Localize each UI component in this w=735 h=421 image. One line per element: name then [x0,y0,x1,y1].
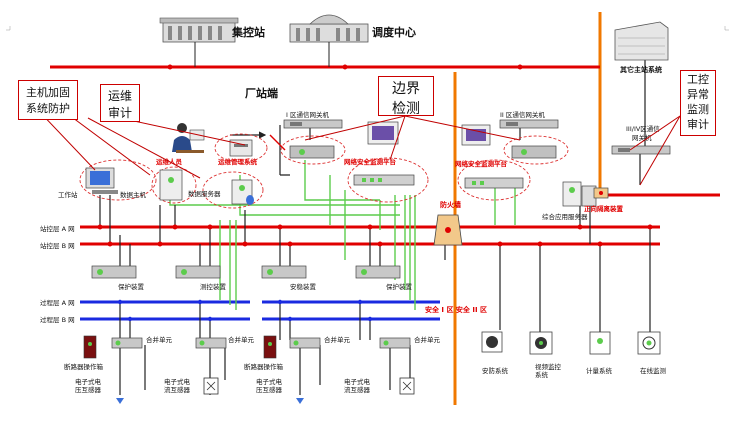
ect-4-label: 电子式电流互感器 [344,377,371,394]
red-link [269,134,286,151]
substation-label: 集控站 [231,25,265,39]
callout-leaders [35,107,681,186]
online-monitor-icon [637,331,661,355]
green-links [169,160,516,310]
callout-ops-audit-line1: 运维 [107,89,132,103]
callout-ics-audit-line4: 审计 [687,118,709,131]
security-system-label: 安防系统 [482,366,509,375]
video-system-icon [529,331,553,355]
plant-side-label: 厂站端 [245,86,278,100]
metering-system-label: 计量系统 [586,366,613,375]
substation-building-icon [159,17,239,43]
comm-gateway-1-icon [283,119,343,129]
net-a-label: 站控层 A 网 [40,224,75,233]
callout-ops-audit: 运维 审计 [100,84,140,122]
dispatch-building-icon [289,14,369,43]
junction-dots [97,64,653,247]
net-b-label: 站控层 B 网 [40,241,75,250]
other-station-building-icon [614,21,669,61]
callout-boundary-line1: 边界 [392,81,420,97]
isolation-device-label: 正向隔离装置 [584,204,624,213]
merge-4-label: 合并单元 [414,335,441,344]
comm-gateway-1-label: I 区通信网关机 [286,110,329,119]
proc-b-label: 过程层 B 网 [40,315,75,324]
callout-ops-audit-line2: 审计 [107,106,132,120]
callout-ics-audit-line2: 异常 [687,88,709,101]
workstation-icon [85,167,118,194]
ops-system-server-icon [229,139,253,157]
callout-ics-audit-line3: 监测 [687,103,709,116]
protection-device-2-icon [355,265,401,279]
netsec-platform-1-icon [353,121,415,186]
callout-boundary-line2: 检测 [392,101,420,117]
comm-gateway-2-icon [499,119,559,129]
data-server-icon [159,169,183,201]
comm-gateway-34-label-1: III/IV区通信 [626,124,660,133]
comm-gateway-34-icon [611,145,671,155]
ect-2-label: 电子式电流互感器 [164,377,191,394]
netsec-1-label: 网络安全监测平台 [344,157,397,166]
protection-2-label: 保护装置 [386,282,413,291]
proc-a-label: 过程层 A 网 [40,298,75,307]
storage-icon [231,179,254,205]
online-monitor-label: 在线监测 [640,366,667,375]
merge-unit-icons [111,337,411,349]
breaker-op-box-icons [83,335,277,359]
breaker-op-1-label: 断路器操作箱 [64,362,104,371]
firewall-label: 防火墙 [440,200,461,209]
comm-gateway-2-label: II 区通信网关机 [500,110,545,119]
merge-1-label: 合并单元 [146,335,173,344]
callout-ics-audit-line1: 工控 [687,73,709,86]
callout-boundary: 边界 检测 [378,76,434,117]
ect-1-label: 电子式电压互感器 [75,377,102,394]
ops-person-icon [172,123,205,153]
callout-host-reinforce: 主机加固 系统防护 [18,80,78,120]
data-host-label: 数据主机 [120,190,147,199]
ect-3-label: 电子式电压互感器 [256,377,283,394]
callout-host-reinforce-line1: 主机加固 [26,86,70,99]
zone-label: 安全 I 区 安全 II 区 [425,305,487,314]
protection-device-1-icon [91,265,137,279]
callout-ics-audit: 工控 异常 监测 审计 [680,70,716,136]
firewall-icon [433,214,463,246]
netsec-platform-2-icon [461,124,524,189]
transformer-icons [203,377,415,395]
workstation-label: 工作站 [58,190,78,199]
merge-2-label: 合并单元 [228,335,255,344]
measure-device-1-icon [175,265,221,279]
breaker-op-2-label: 断路器操作箱 [244,362,284,371]
switch-icons [289,145,557,159]
safety-device-1-icon [261,265,307,279]
measure-1-label: 测控装置 [200,282,227,291]
other-station-label: 其它主站系统 [620,65,662,74]
layout-marks [6,26,729,31]
safety-1-label: 安稳装置 [290,282,317,291]
netsec-2-label: 网络安全监测平台 [455,159,508,168]
integrated-server-label: 综合应用服务器 [542,212,588,221]
isolation-device-icon [593,187,609,199]
merge-3-label: 合并单元 [324,335,351,344]
dispatch-label: 调度中心 [372,25,416,39]
video-system-label: 视频监控系统 [535,362,562,379]
protection-1-label: 保护装置 [118,282,145,291]
highlight-ovals [79,133,569,209]
data-server-label: 数据服务器 [188,189,221,198]
integrated-server-icon [562,181,597,207]
callout-host-reinforce-line2: 系统防护 [26,102,70,115]
transformer-tip-icons [116,398,304,404]
security-system-icon [481,331,503,353]
proc-dots [117,299,373,322]
metering-system-icon [589,331,611,355]
comm-gateway-34-label-2: 网关机 [632,133,652,142]
